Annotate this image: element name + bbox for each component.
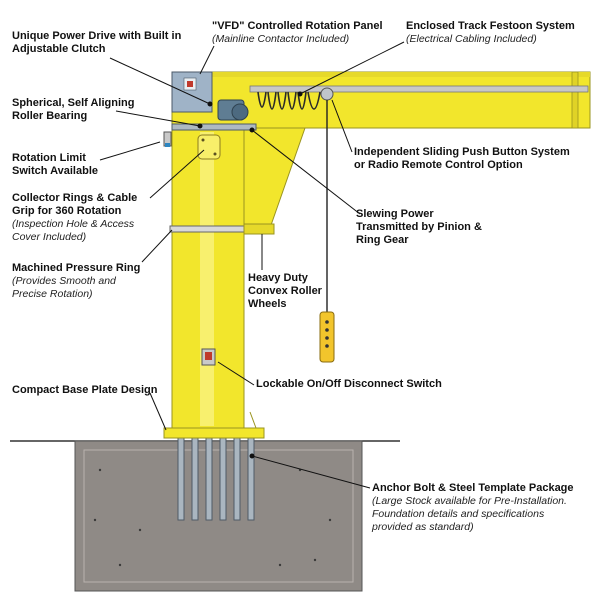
label-roller-wheels-title: Heavy Duty Convex Roller Wheels [248, 272, 322, 310]
label-push-button-title: Independent Sliding Push Button System o… [354, 146, 570, 171]
label-vfd-panel: "VFD" Controlled Rotation Panel (Mainlin… [212, 20, 402, 46]
label-disconnect-title: Lockable On/Off Disconnect Switch [256, 378, 442, 390]
anchor-bolt [191, 436, 199, 521]
leader-slewing [251, 129, 361, 215]
label-collector-rings: Collector Rings & Cable Grip for 360 Rot… [12, 192, 172, 244]
leader-festoon [299, 41, 405, 95]
label-rotation-limit-title: Rotation Limit Switch Available [12, 152, 98, 177]
disconnect-switch-handle [205, 352, 212, 360]
label-festoon-title: Enclosed Track Festoon System [406, 20, 575, 32]
label-rotation-limit: Rotation Limit Switch Available [12, 152, 162, 178]
label-base-plate: Compact Base Plate Design [12, 384, 182, 397]
label-anchor-bolt: Anchor Bolt & Steel Template Package (La… [372, 482, 596, 534]
label-collector-rings-title: Collector Rings & Cable Grip for 360 Rot… [12, 192, 138, 217]
pendant-buttons [325, 320, 329, 348]
label-power-drive-title: Unique Power Drive with Built in Adjusta… [12, 30, 182, 55]
leader-dot [207, 101, 213, 107]
leader-dot [249, 453, 255, 459]
leader-vfd [199, 45, 215, 75]
leader-dot [297, 91, 303, 97]
foundation-inner-border [83, 449, 354, 583]
pressure-ring [169, 225, 247, 233]
festoon-cables [257, 91, 321, 110]
inspection-bolt [213, 152, 217, 156]
label-anchor-bolt-title: Anchor Bolt & Steel Template Package [372, 482, 574, 494]
label-collector-rings-sub: (Inspection Hole & Access Cover Included… [12, 218, 135, 243]
label-pressure-ring-sub: (Provides Smooth and Precise Rotation) [12, 275, 116, 300]
leader-dot [197, 123, 203, 129]
label-base-plate-title: Compact Base Plate Design [12, 384, 158, 396]
label-bearing: Spherical, Self Aligning Roller Bearing [12, 97, 162, 123]
label-anchor-bolt-sub: (Large Stock available for Pre-Installat… [372, 495, 567, 533]
label-pressure-ring-title: Machined Pressure Ring [12, 262, 141, 274]
label-slewing-title: Slewing Power Transmitted by Pinion & Ri… [356, 208, 482, 246]
leader-anchor [251, 455, 371, 489]
gusset-brace [243, 127, 306, 229]
label-push-button: Independent Sliding Push Button System o… [354, 146, 594, 172]
label-festoon-sub: (Electrical Cabling Included) [406, 33, 537, 45]
leader-limit [99, 141, 161, 161]
ring-gear [171, 123, 257, 131]
leader-push-button [331, 99, 353, 153]
leader-bearing [115, 110, 201, 127]
anchor-bolt [219, 436, 227, 521]
concrete-foundation [74, 440, 363, 592]
anchor-bolt [205, 436, 213, 521]
anchor-bolt [233, 436, 241, 521]
label-slewing: Slewing Power Transmitted by Pinion & Ri… [356, 208, 516, 247]
inspection-bolt [201, 138, 205, 142]
label-pressure-ring: Machined Pressure Ring (Provides Smooth … [12, 262, 172, 301]
label-power-drive: Unique Power Drive with Built in Adjusta… [12, 30, 212, 56]
anchor-bolt [247, 436, 255, 521]
leader-collector [149, 149, 205, 199]
base-plate [163, 427, 265, 439]
festoon-track [249, 85, 589, 93]
leader-dot [249, 127, 255, 133]
boom-end-flange [571, 71, 579, 129]
label-festoon: Enclosed Track Festoon System (Electrica… [406, 20, 596, 46]
leader-pressure [141, 229, 173, 263]
rotation-limit-indicator [165, 143, 170, 147]
leader-lines [99, 41, 405, 489]
label-roller-wheels: Heavy Duty Convex Roller Wheels [248, 272, 348, 311]
leader-disconnect [217, 361, 255, 386]
label-vfd-panel-title: "VFD" Controlled Rotation Panel [212, 20, 383, 32]
festoon-trolley [320, 87, 334, 101]
inspection-hole [197, 134, 221, 160]
leader-base [149, 392, 167, 431]
vfd-panel-indicator [187, 81, 193, 87]
drive-gearbox [231, 103, 249, 121]
label-vfd-panel-sub: (Mainline Contactor Included) [212, 33, 350, 45]
mast-highlight [200, 132, 214, 426]
label-disconnect: Lockable On/Off Disconnect Switch [256, 378, 476, 391]
leader-power-drive [109, 57, 211, 105]
label-bearing-title: Spherical, Self Aligning Roller Bearing [12, 97, 135, 122]
anchor-bolt [177, 436, 185, 521]
boom-flange [172, 72, 590, 77]
roller-wheel-housing [243, 223, 275, 235]
